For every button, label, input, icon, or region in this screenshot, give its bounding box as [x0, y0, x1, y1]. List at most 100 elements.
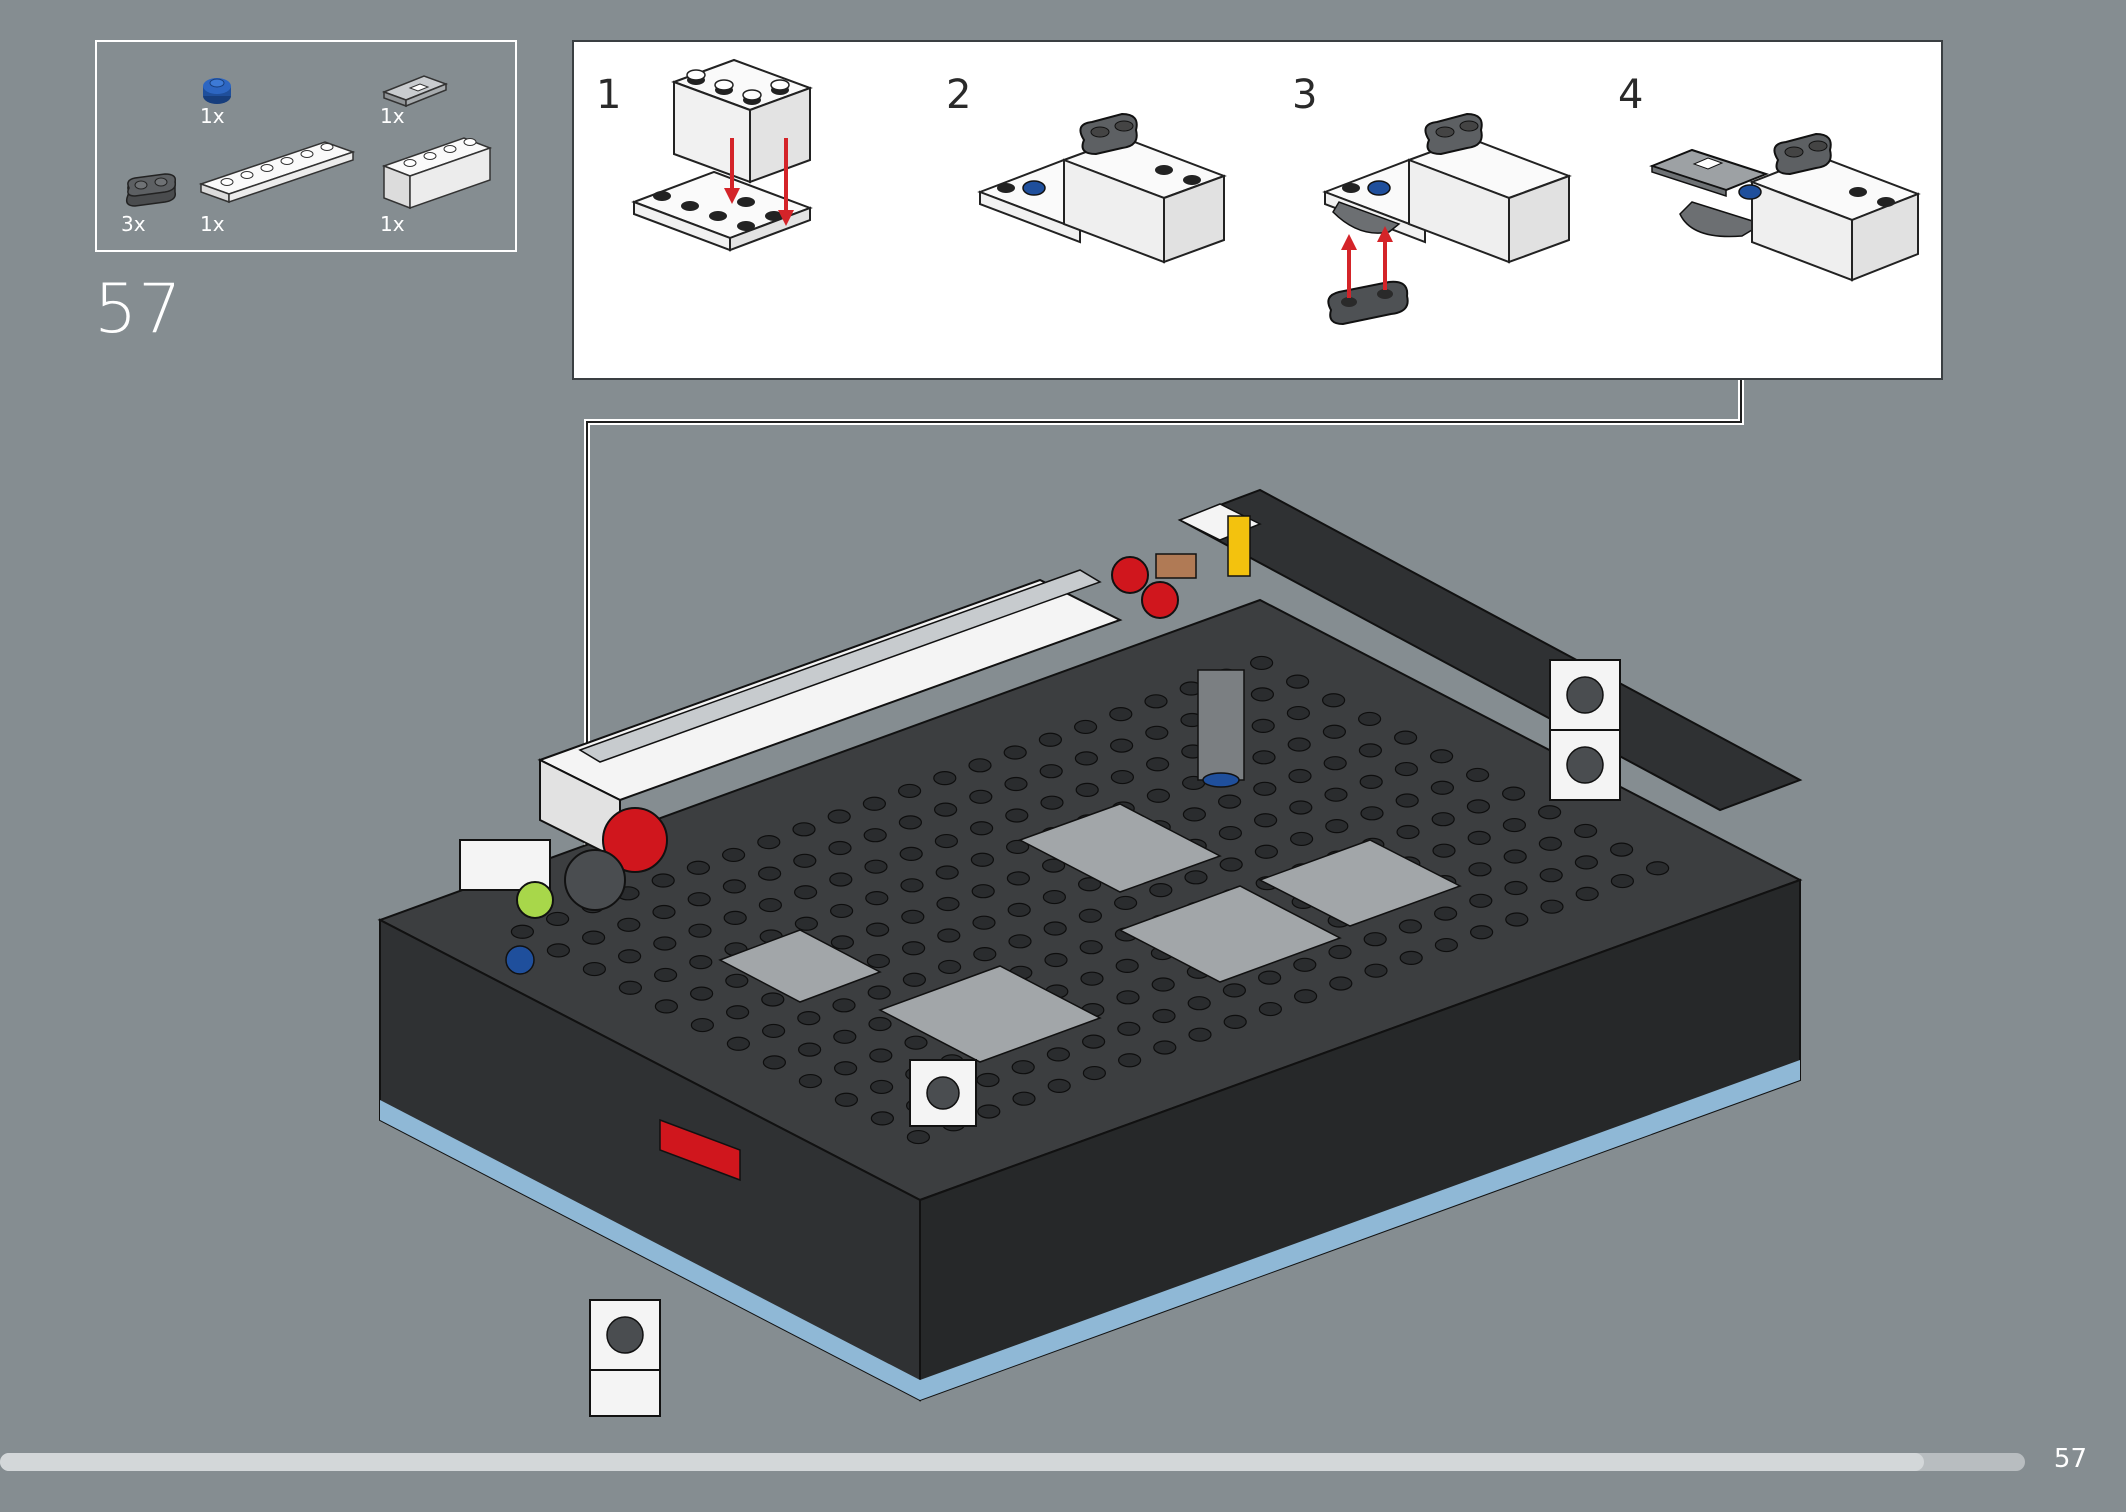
baseplate-stud [870, 1111, 895, 1126]
baseplate-stud [1113, 895, 1138, 911]
baseplate-stud [1006, 871, 1031, 886]
baseplate-stud [1042, 889, 1067, 905]
baseplate-stud [1575, 886, 1599, 901]
baseplate-stud [1285, 674, 1310, 689]
baseplate-stud [1537, 805, 1562, 820]
baseplate-stud [1005, 839, 1030, 855]
step-number: 57 [94, 270, 183, 349]
baseplate-stud [757, 835, 781, 850]
baseplate-stud [869, 1048, 893, 1063]
baseplate-stud [1187, 996, 1211, 1011]
baseplate-stud [1144, 694, 1168, 709]
baseplate-stud [1110, 769, 1135, 785]
baseplate-stud [798, 1073, 822, 1089]
baseplate-stud [899, 846, 923, 861]
baseplate-stud [832, 998, 856, 1013]
baseplate-stud [971, 884, 995, 899]
baseplate-stud [969, 821, 994, 836]
baseplate-stud [1467, 830, 1491, 845]
baseplate-stud [1079, 940, 1103, 955]
baseplate-stud [1082, 1065, 1107, 1081]
baseplate-stud [726, 1036, 750, 1051]
baseplate-stud [1073, 719, 1098, 735]
baseplate-stud [1466, 799, 1491, 814]
baseplate-stud [1503, 849, 1527, 864]
baseplate-stud [1431, 812, 1455, 827]
baseplate-stud [1003, 745, 1027, 760]
baseplate-stud [1468, 862, 1492, 877]
baseplate-stud [1040, 795, 1064, 810]
baseplate-stud [1321, 693, 1346, 708]
baseplate-stud [1223, 1014, 1247, 1029]
baseplate-stud [1012, 1091, 1036, 1106]
substep-number: 4 [1618, 72, 1644, 118]
baseplate-stud [933, 802, 958, 817]
baseplate-stud [546, 943, 570, 958]
baseplate-stud [794, 916, 818, 931]
progress-bar-fill [0, 1453, 1924, 1471]
baseplate-stud [1075, 782, 1099, 797]
baseplate-stud [1109, 738, 1134, 753]
baseplate-stud [902, 972, 927, 987]
baseplate-stud [725, 973, 749, 988]
baseplate-stud [1117, 1021, 1141, 1036]
baseplate-stud [869, 1079, 894, 1095]
baseplate-stud [1610, 873, 1635, 889]
baseplate-stud [758, 897, 782, 913]
plate-dark-part [125, 173, 177, 207]
baseplate-stud [1399, 950, 1423, 965]
baseplate-stud [868, 1016, 892, 1032]
baseplate-stud [1609, 842, 1634, 857]
baseplate-stud [862, 796, 887, 811]
substeps-panel: 1 2 3 4 [572, 40, 1943, 380]
baseplate-stud [1039, 764, 1063, 779]
baseplate-stud [1219, 857, 1243, 872]
baseplate-stud [830, 935, 854, 950]
baseplate-stud [1043, 921, 1067, 936]
parts-list-box: 1x 1x 3x 1x 1x [95, 40, 517, 252]
baseplate-stud [1289, 800, 1313, 815]
baseplate-stud [1109, 707, 1133, 722]
baseplate-stud [935, 865, 959, 880]
baseplate-stud [970, 852, 995, 867]
baseplate-stud [934, 833, 959, 849]
baseplate-stud [1430, 780, 1455, 795]
baseplate-stud [1357, 711, 1382, 727]
baseplate-stud [828, 840, 852, 856]
substep-number: 3 [1292, 72, 1318, 118]
baseplate-stud [830, 903, 854, 919]
baseplate-stud [1250, 687, 1275, 702]
baseplate-stud [901, 909, 925, 924]
baseplate-stud [722, 847, 746, 863]
baseplate-stud [1358, 743, 1383, 758]
baseplate-stud [1360, 806, 1384, 821]
baseplate-stud [1081, 1034, 1106, 1049]
baseplate-stud [1149, 883, 1173, 898]
baseplate-stud [1188, 1027, 1212, 1042]
baseplate-stud [829, 872, 853, 887]
baseplate-stud [686, 860, 710, 875]
baseplate-stud [1145, 725, 1169, 740]
substep-2-illustration [977, 112, 1227, 264]
baseplate-stud [1329, 976, 1353, 991]
baseplate-stud [510, 924, 534, 939]
baseplate-stud [1573, 823, 1598, 839]
baseplate-stud [977, 1104, 1001, 1119]
baseplate-stud [900, 878, 924, 893]
baseplate-stud [865, 922, 890, 937]
baseplate-stud [797, 1011, 821, 1026]
baseplate-stud [1286, 705, 1311, 721]
baseplate-stud [866, 953, 891, 969]
baseplate-stud [1011, 1060, 1035, 1075]
brick-white-1x4-part [381, 137, 493, 210]
baseplate-stud [1395, 793, 1419, 808]
baseplate-stud [1146, 788, 1171, 803]
baseplate-stud [827, 809, 851, 824]
baseplate-stud [1254, 844, 1279, 859]
baseplate-stud [1253, 813, 1278, 828]
baseplate-stud [1540, 899, 1564, 914]
baseplate-stud [1324, 787, 1348, 802]
baseplate-stud [1222, 983, 1247, 998]
baseplate-stud [833, 1029, 857, 1044]
baseplate-stud [1469, 925, 1494, 940]
